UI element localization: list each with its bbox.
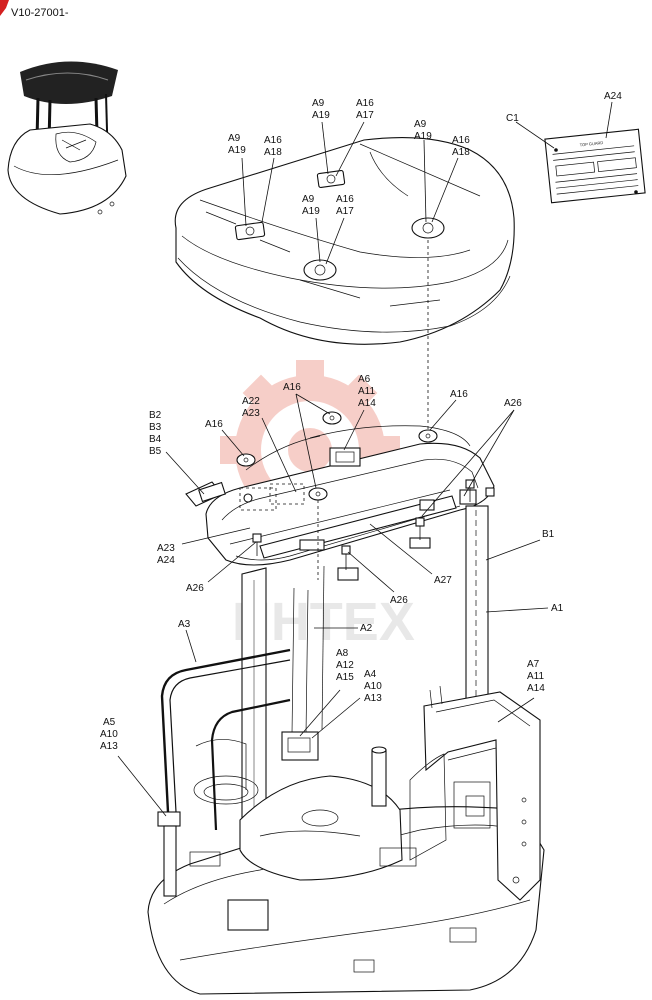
label-a18: A18 xyxy=(264,147,282,158)
label-a6: A6 xyxy=(358,374,371,385)
roof-bolt-mount xyxy=(411,217,445,239)
label-b3: B3 xyxy=(149,422,162,433)
label-a16: A16 xyxy=(450,389,468,400)
label-a22: A22 xyxy=(242,396,260,407)
label-a15: A15 xyxy=(336,672,354,683)
label-a13: A13 xyxy=(364,693,382,704)
warning-label-plate: TOP GUARD xyxy=(544,128,646,204)
label-a11: A11 xyxy=(527,671,544,682)
roof-bolt-mount xyxy=(316,169,346,189)
washer-icon xyxy=(308,487,328,501)
label-a19: A19 xyxy=(302,206,320,217)
label-a14: A14 xyxy=(358,398,376,409)
label-a9: A9 xyxy=(228,133,241,144)
label-a24: A24 xyxy=(157,555,175,566)
label-a23: A23 xyxy=(157,543,175,554)
bolt-icon xyxy=(485,487,495,497)
corner-mark-icon xyxy=(0,0,9,16)
handrail-a3 xyxy=(160,648,291,831)
washer-icon xyxy=(236,453,256,467)
middle-tube-a2 xyxy=(291,565,325,735)
label-a5: A5 xyxy=(103,717,116,728)
label-b1: B1 xyxy=(542,529,555,540)
bolt-icon xyxy=(341,545,351,570)
label-a14: A14 xyxy=(527,683,545,694)
machine-overview-thumbnail xyxy=(7,61,127,215)
label-a19: A19 xyxy=(312,110,330,121)
label-b5: B5 xyxy=(149,446,162,457)
label-a8: A8 xyxy=(336,648,349,659)
label-a10: A10 xyxy=(100,729,118,740)
label-a16: A16 xyxy=(283,382,301,393)
label-a10: A10 xyxy=(364,681,382,692)
roof-bolt-mount xyxy=(303,259,337,281)
label-a12: A12 xyxy=(336,660,354,671)
label-b2: B2 xyxy=(149,410,162,421)
label-a7: A7 xyxy=(527,659,540,670)
machine-deck-base xyxy=(147,685,545,995)
label-a19: A19 xyxy=(228,145,246,156)
label-a24: A24 xyxy=(604,91,622,102)
label-a17: A17 xyxy=(356,110,374,121)
label-a26: A26 xyxy=(390,595,408,606)
label-a26: A26 xyxy=(186,583,204,594)
rear-pillar-a1 xyxy=(465,505,489,717)
label-b4: B4 xyxy=(149,434,162,445)
label-a16: A16 xyxy=(336,194,354,205)
leader-lines xyxy=(117,101,613,817)
label-c1: C1 xyxy=(506,113,519,124)
bolt-icon xyxy=(465,479,475,502)
label-a9: A9 xyxy=(302,194,315,205)
washer-icon xyxy=(418,429,438,443)
label-a2: A2 xyxy=(360,623,373,634)
roof-bolt-mount xyxy=(234,221,266,241)
label-a16: A16 xyxy=(452,135,470,146)
drawing-code: V10-27001- xyxy=(11,7,69,19)
callout-labels: A24 C1 A9 A19 A16 A18 A9 A19 A16 A17 A9 … xyxy=(100,91,622,752)
label-a16: A16 xyxy=(356,98,374,109)
label-a19: A19 xyxy=(414,131,432,142)
label-a27: A27 xyxy=(434,575,452,586)
label-a16: A16 xyxy=(264,135,282,146)
label-a4: A4 xyxy=(364,669,377,680)
label-a3: A3 xyxy=(178,619,191,630)
label-a16: A16 xyxy=(205,419,223,430)
label-a1: A1 xyxy=(551,603,564,614)
label-a13: A13 xyxy=(100,741,118,752)
label-a17: A17 xyxy=(336,206,354,217)
top-guard-roof-panel xyxy=(174,137,515,345)
upper-guard-frame xyxy=(205,425,495,581)
bolt-icon xyxy=(252,533,262,556)
label-a9: A9 xyxy=(312,98,325,109)
label-a26: A26 xyxy=(504,398,522,409)
label-a23: A23 xyxy=(242,408,260,419)
label-a11: A11 xyxy=(358,386,375,397)
washer-icon xyxy=(322,411,342,425)
plate-title: TOP GUARD xyxy=(579,140,603,147)
label-a18: A18 xyxy=(452,147,470,158)
label-a9: A9 xyxy=(414,119,427,130)
bolt-icon xyxy=(415,517,425,540)
